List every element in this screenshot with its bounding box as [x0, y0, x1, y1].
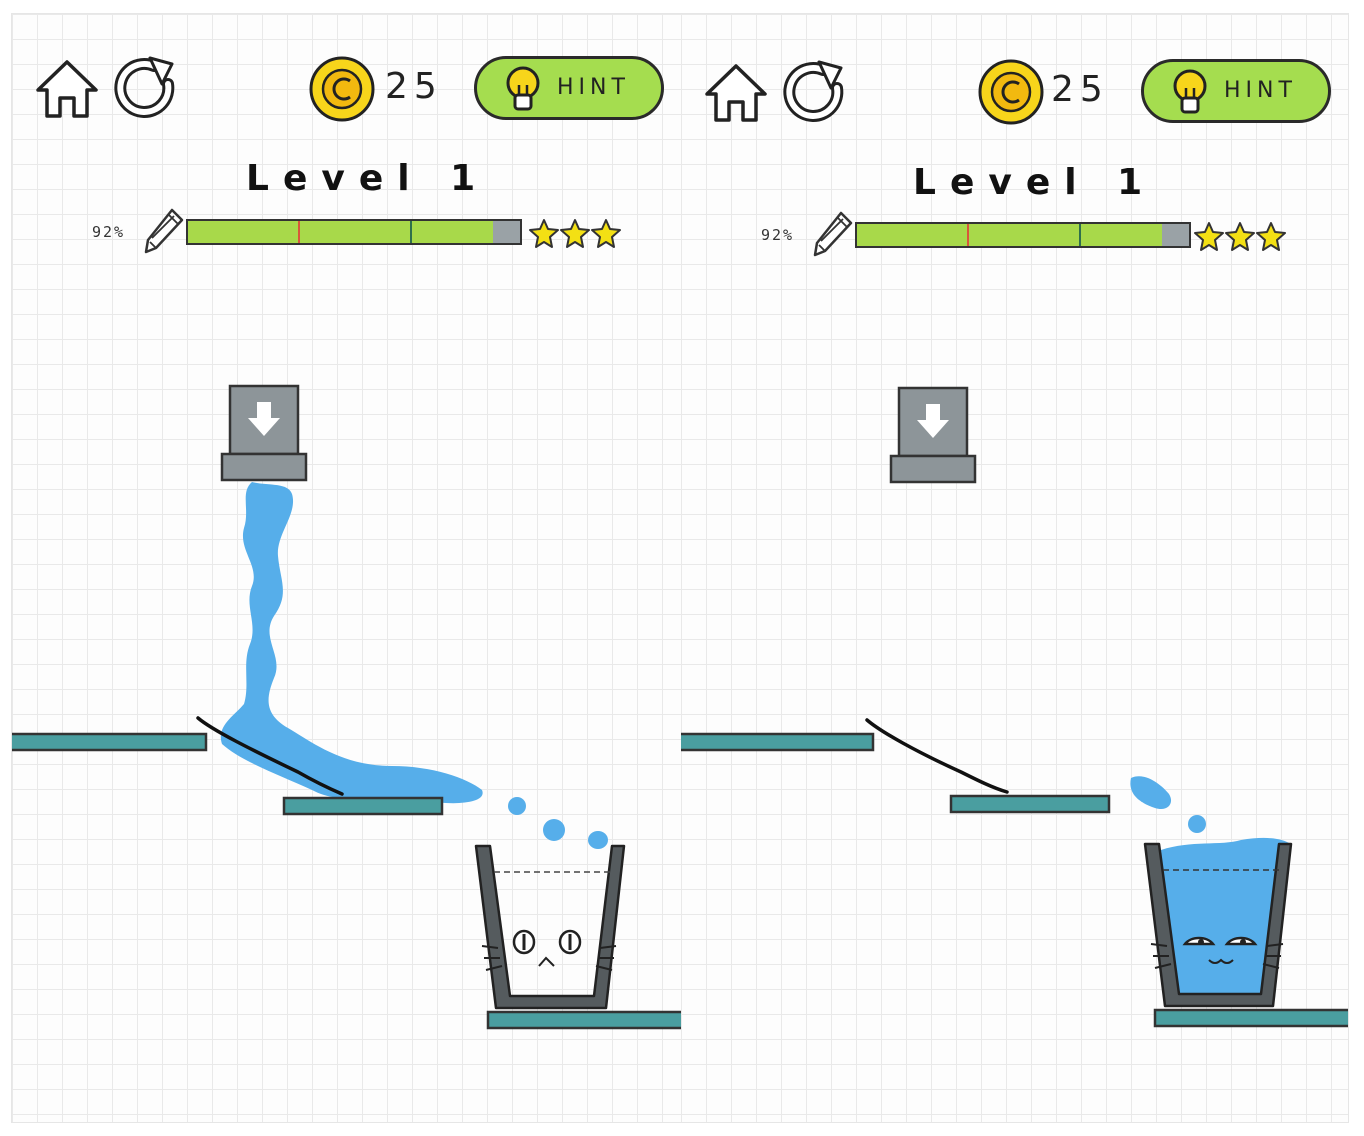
- platform-middle: [949, 794, 1111, 814]
- ink-progress-fill: [857, 224, 1163, 246]
- ink-percent: 92%: [761, 226, 795, 244]
- home-icon[interactable]: [32, 56, 102, 120]
- platform-left: [12, 732, 208, 752]
- star-threshold-1: [967, 224, 969, 246]
- water-faucet: [220, 384, 308, 482]
- lightbulb-icon: [506, 66, 540, 111]
- star-threshold-1: [298, 221, 300, 243]
- drawn-ink-line: [196, 716, 344, 796]
- cat-face-happy: [1150, 936, 1284, 969]
- ink-percent: 92%: [92, 223, 126, 241]
- ink-progress-bar: [855, 222, 1191, 248]
- hint-button[interactable]: HINT: [474, 56, 664, 120]
- restart-icon[interactable]: [779, 58, 851, 128]
- play-area[interactable]: [12, 14, 681, 1123]
- hint-label: HINT: [1224, 78, 1297, 103]
- platform-bottom: [1153, 1008, 1348, 1028]
- play-area[interactable]: [681, 14, 1349, 1123]
- star-icon: [560, 219, 590, 248]
- coin-icon: [309, 56, 375, 122]
- star-threshold-2: [410, 221, 412, 243]
- game-screenshot-frame: 25 HINT Level 1 92%: [11, 13, 1349, 1123]
- cat-cup: [474, 844, 626, 1010]
- level-title: Level 1: [246, 158, 490, 199]
- star-icon: [529, 219, 559, 248]
- water-drop: [1188, 815, 1206, 833]
- hint-button[interactable]: HINT: [1141, 59, 1331, 123]
- level-title: Level 1: [913, 162, 1157, 203]
- water-drop: [543, 819, 565, 841]
- cat-face-worried: [481, 929, 617, 971]
- coin-icon: [978, 59, 1044, 125]
- arrow-down-icon: [917, 404, 949, 438]
- water-faucet: [889, 386, 977, 484]
- platform-left: [681, 732, 875, 752]
- ink-progress-bar: [186, 219, 522, 245]
- cat-cup: [1143, 837, 1293, 1008]
- lightbulb-icon: [1173, 69, 1207, 114]
- water-drop: [1130, 776, 1172, 810]
- restart-icon[interactable]: [110, 54, 182, 124]
- pencil-icon: [144, 208, 184, 254]
- platform-middle: [282, 796, 444, 816]
- ink-progress-fill: [188, 221, 494, 243]
- coin-count: 25: [385, 66, 443, 107]
- drawn-ink-line: [865, 718, 1009, 794]
- star-rating: [528, 217, 624, 249]
- home-icon[interactable]: [701, 60, 771, 124]
- game-panel-before: 25 HINT Level 1 92%: [12, 14, 681, 1123]
- arrow-down-icon: [248, 402, 280, 436]
- star-icon: [1194, 222, 1224, 251]
- water-stream: [220, 482, 483, 804]
- star-rating: [1193, 220, 1289, 252]
- star-icon: [591, 219, 621, 248]
- platform-bottom: [486, 1010, 681, 1030]
- star-threshold-2: [1079, 224, 1081, 246]
- cup-water: [1161, 837, 1291, 998]
- star-icon: [1225, 222, 1255, 251]
- water-drop: [588, 831, 608, 849]
- water-drop: [508, 797, 526, 815]
- hint-label: HINT: [557, 75, 630, 100]
- star-icon: [1256, 222, 1286, 251]
- coin-count: 25: [1051, 69, 1109, 110]
- pencil-icon: [813, 211, 853, 257]
- game-panel-after: 25 HINT Level 1 92%: [681, 14, 1349, 1123]
